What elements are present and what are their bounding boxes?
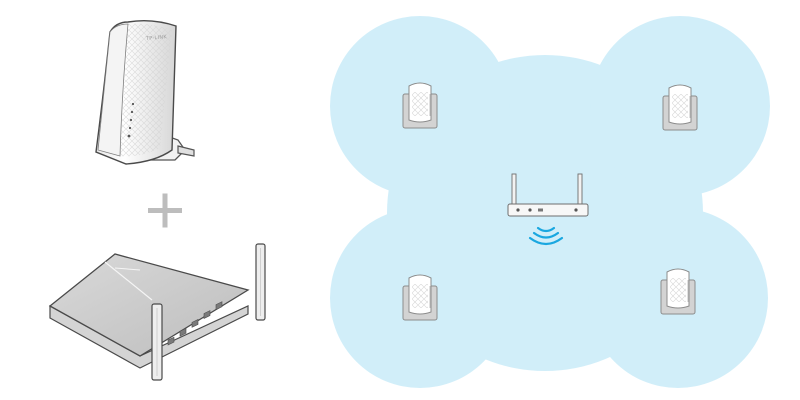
extender-led-indicators <box>127 102 135 138</box>
extender-brand-label: TP-LINK <box>145 34 168 42</box>
range-extender-illustration: TP-LINK <box>95 19 195 165</box>
wifi-signal-icon <box>528 226 564 246</box>
router-antenna-right <box>255 243 266 321</box>
router-ports <box>167 301 223 346</box>
access-point-icon <box>507 173 589 217</box>
plus-sign: + <box>148 193 182 228</box>
router-antenna-left <box>151 303 163 381</box>
coverage-map <box>330 16 770 388</box>
wireless-router-illustration <box>48 243 266 381</box>
